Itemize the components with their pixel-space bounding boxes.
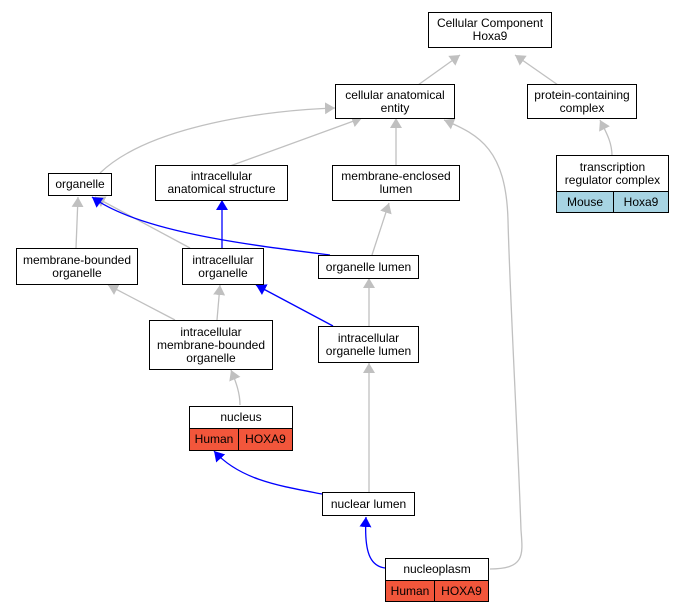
node-label: transcription	[579, 159, 646, 174]
node-nucleus[interactable]: nucleus	[189, 406, 293, 429]
node-nuclear-lumen[interactable]: nuclear lumen	[322, 492, 415, 516]
node-label: organelle	[186, 350, 236, 365]
node-label: entity	[380, 100, 410, 115]
gene-label: Hoxa9	[613, 192, 668, 212]
node-label: intracellular	[180, 324, 242, 339]
edge-nucleoplasm-to-entity	[443, 118, 523, 570]
gene-label: HOXA9	[238, 429, 292, 450]
edge-protein-complex-to-cellular-component	[514, 54, 559, 86]
edge-nuclear-lumen-part-of-nucleus	[213, 450, 323, 495]
node-label: membrane-bounded	[22, 252, 132, 267]
edge-organelle-lumen-to-membrane-enclosed-lumen	[371, 202, 392, 256]
species-gene-tag: Mouse Hoxa9	[556, 192, 669, 213]
edge-organelle-lumen-part-of-organelle	[91, 196, 331, 256]
node-label: organelle	[52, 265, 102, 280]
edge-organelle-to-entity	[99, 102, 336, 174]
node-label: Hoxa9	[472, 29, 508, 43]
node-label: intracellular	[337, 330, 400, 345]
species-gene-tag: Human HOXA9	[189, 429, 293, 451]
edge-nucleoplasm-part-of-nuclear-lumen	[359, 516, 386, 569]
edge-imbo-to-intracellular-organelle	[213, 284, 226, 321]
node-organelle[interactable]: organelle	[48, 173, 112, 196]
node-label: organelle lumen	[325, 343, 412, 358]
node-label: cellular anatomical	[345, 87, 445, 102]
edge-intracellular-structure-to-entity	[229, 115, 363, 167]
node-label: membrane-enclosed	[341, 169, 451, 183]
node-label: lumen	[379, 182, 413, 196]
species-label: Human	[194, 432, 234, 446]
node-organelle-lumen[interactable]: organelle lumen	[318, 255, 419, 279]
edge-membrane-bounded-organelle-to-organelle	[71, 196, 84, 249]
node-nucleoplasm[interactable]: nucleoplasm	[385, 558, 489, 581]
species-gene-tag: Human HOXA9	[385, 581, 489, 602]
node-label: organelle	[55, 177, 105, 191]
edge-nucleus-to-imbo	[229, 369, 241, 406]
node-label: Cellular Component	[436, 16, 544, 30]
node-label: protein-containing	[534, 87, 630, 102]
node-label: membrane-bounded	[156, 337, 266, 352]
node-label: organelle lumen	[325, 259, 412, 274]
edge-transcription-complex-to-protein-complex	[599, 119, 613, 157]
edge-entity-to-cellular-component	[417, 54, 461, 86]
node-label: anatomical structure	[167, 182, 276, 196]
node-label: nucleus	[220, 410, 262, 424]
species-label: Mouse	[566, 194, 604, 209]
edge-intracellular-organelle-to-organelle	[94, 196, 191, 249]
node-label: intracellular	[192, 252, 254, 267]
node-label: intracellular	[190, 169, 253, 183]
gene-label: HOXA9	[434, 581, 488, 601]
edge-intracellular-organelle-lumen-part-of-intracellular-organelle	[255, 284, 334, 327]
node-label: regulator complex	[564, 172, 661, 187]
node-label: nuclear lumen	[330, 496, 407, 511]
node-label: complex	[559, 100, 605, 115]
edge-imbo-to-membrane-bounded-organelle	[107, 284, 176, 321]
species-label: Human	[390, 583, 430, 598]
node-label: organelle	[198, 265, 248, 280]
node-label: nucleoplasm	[403, 562, 471, 576]
